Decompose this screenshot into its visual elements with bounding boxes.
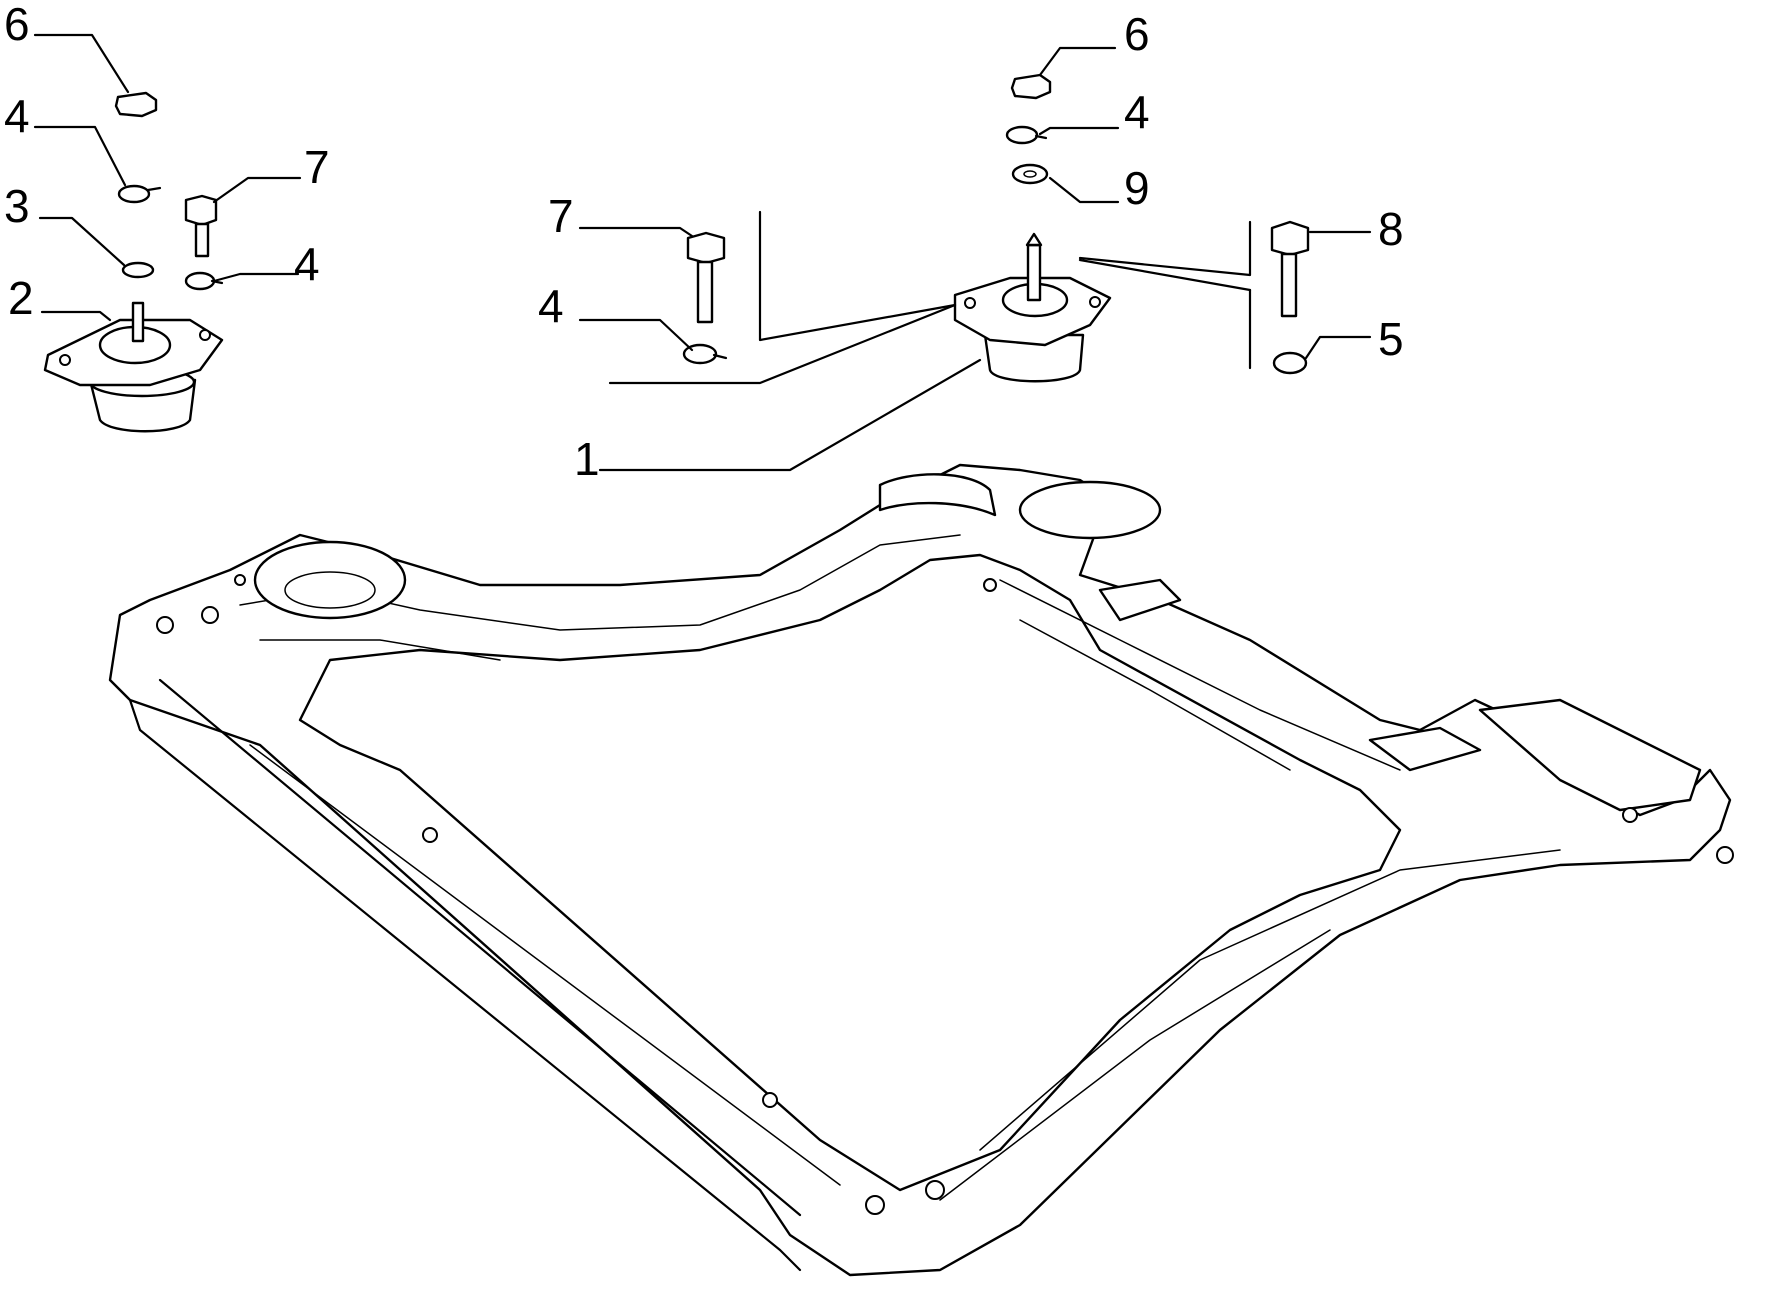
leader-lines (33, 33, 1372, 472)
callout-washer-left-top: 4 (4, 90, 30, 142)
callout-mount-left: 2 (8, 272, 34, 324)
callout-washer-right: 5 (1378, 313, 1404, 365)
subframe (108, 463, 1734, 1277)
right-nut (1010, 73, 1052, 100)
right-lock-washer (1272, 351, 1308, 375)
left-bolt (184, 194, 218, 258)
center-bolt (686, 231, 726, 324)
callout-mount-center: 1 (574, 433, 600, 485)
left-engine-mount (43, 301, 224, 433)
right-flat-washer (1011, 163, 1049, 185)
callout-nut-left: 6 (4, 0, 30, 50)
callout-washer-left-mid: 4 (294, 238, 320, 290)
right-bolt (1270, 220, 1310, 318)
callout-bolt-right: 8 (1378, 203, 1404, 255)
left-spring-washer-mid (184, 271, 224, 291)
callout-flat-washer-right: 9 (1124, 162, 1150, 214)
callout-nut-right: 6 (1124, 8, 1150, 60)
callout-bolt-center: 7 (548, 190, 574, 242)
callout-washer-right-top: 4 (1124, 86, 1150, 138)
callout-flat-washer-left: 3 (4, 180, 30, 232)
left-flat-washer (121, 261, 155, 279)
left-nut (114, 91, 158, 118)
callout-bolt-left: 7 (304, 141, 330, 193)
right-spring-washer-top (1005, 125, 1048, 145)
left-spring-washer-top (117, 184, 162, 204)
callout-washer-center: 4 (538, 280, 564, 332)
center-engine-mount (953, 232, 1112, 383)
